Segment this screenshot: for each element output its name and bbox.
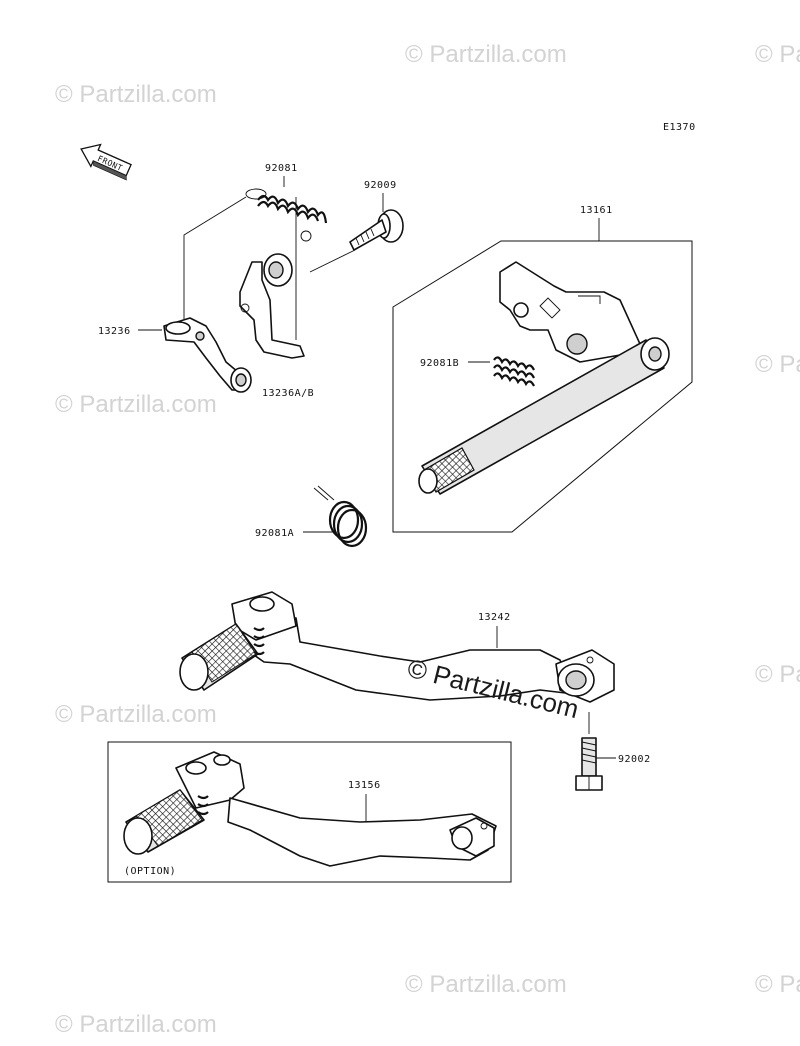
watermark: © Partzilla.com [55, 701, 217, 728]
part-label-13161: 13161 [580, 205, 613, 216]
front-arrow-icon: FRONT [80, 143, 132, 181]
shift-pedal-13242: 13242 [179, 591, 615, 703]
shaft-box [392, 240, 693, 533]
watermark: © Partzilla.com [55, 391, 217, 418]
lever-13236 [163, 317, 252, 393]
shift-mechanism-group: 92081 92009 13236 13236A/B [98, 163, 404, 399]
watermark: © Partzilla.com [55, 1011, 217, 1038]
plate-roller [566, 333, 588, 355]
bolt-92009 [349, 209, 404, 251]
option-box [107, 741, 512, 883]
watermark-grid: © Partzilla.com © Partzilla.com © Partzi… [55, 41, 800, 1038]
leader-line [309, 249, 356, 273]
spring-92081 [245, 188, 328, 242]
diagram-code: E1370 [663, 122, 696, 133]
watermark: © Partzilla.com [405, 971, 567, 998]
part-label-92002: 92002 [618, 754, 651, 765]
part-label-92009: 92009 [364, 180, 397, 191]
plate-pin [513, 302, 529, 318]
watermark: © Partzilla.com [755, 351, 800, 378]
shift-shaft-group: 13161 92081B [392, 205, 693, 533]
shaft-plate [499, 261, 641, 363]
part-label-92081B: 92081B [420, 358, 459, 369]
part-label-13156: 13156 [348, 780, 381, 791]
part-label-13236AB: 13236A/B [262, 388, 314, 399]
arm-13236AB [239, 253, 305, 359]
bolt-92002: 92002 [575, 712, 651, 791]
part-label-13236: 13236 [98, 326, 131, 337]
option-label: (OPTION) [124, 866, 176, 877]
leader-line [183, 196, 247, 322]
watermark: © Partzilla.com [405, 41, 567, 68]
spring-92081A-group: 92081A [255, 485, 368, 548]
watermark: © Partzilla.com [755, 661, 800, 688]
option-pedal-group: (OPTION) 13156 [107, 741, 512, 883]
part-label-92081: 92081 [265, 163, 298, 174]
watermark: © Partzilla.com [755, 41, 800, 68]
part-label-92081A: 92081A [255, 528, 294, 539]
watermark: © Partzilla.com [755, 971, 800, 998]
watermark: © Partzilla.com [55, 81, 217, 108]
spring-92081B [493, 356, 535, 387]
part-label-13242: 13242 [478, 612, 511, 623]
